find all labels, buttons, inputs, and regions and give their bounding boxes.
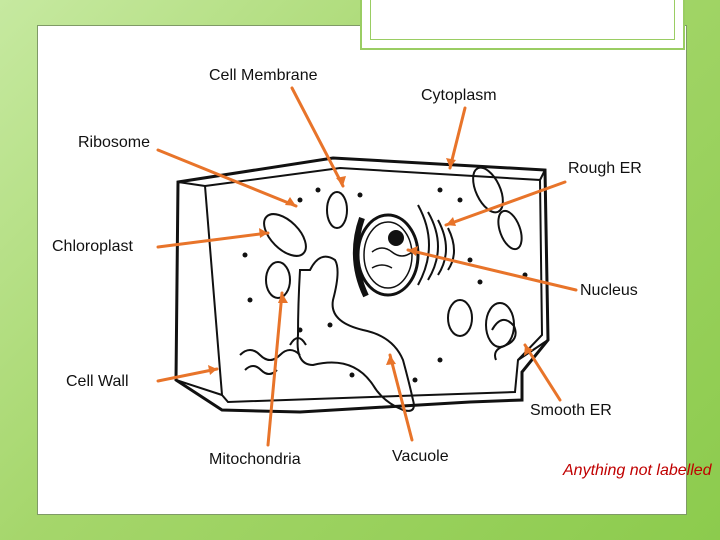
decorative-frame [360,0,685,50]
mitochondria-shape [239,337,307,375]
arrow-cell-wall [156,367,219,383]
smooth-er-shape [491,319,517,361]
arrow-smooth-er [523,343,562,402]
arrow-vacuole [388,353,414,442]
label-cytoplasm: Cytoplasm [421,87,497,104]
arrow-chloroplast [156,231,270,249]
note-anything-not-labelled: Anything not labelled [563,462,712,479]
cell-wall-outline [174,156,550,414]
chloroplast-shape [263,213,307,257]
nucleolus-shape [388,230,404,246]
vacuole-shape [296,255,415,412]
arrow-cytoplasm [448,106,467,170]
arrow-nucleus [406,248,578,292]
label-cell-membrane: Cell Membrane [209,67,318,84]
label-rough-er: Rough ER [568,160,642,177]
rough-er-shape [417,204,455,286]
label-mitochondria: Mitochondria [209,451,301,468]
arrow-rough-er [444,180,567,227]
label-nucleus: Nucleus [580,282,638,299]
label-chloroplast: Chloroplast [52,238,133,255]
label-vacuole: Vacuole [392,448,449,465]
arrow-ribosome [156,148,298,208]
label-ribosome: Ribosome [78,134,151,151]
label-cell-wall: Cell Wall [66,373,129,390]
label-arrows [156,86,578,447]
label-smooth-er: Smooth ER [530,402,612,419]
arrow-mitochondria [266,291,284,447]
arrow-cell-membrane [290,86,345,188]
cell-drawing [174,156,550,414]
arrow-heads [208,158,533,375]
slide-panel [37,25,687,515]
nucleus-shape [356,213,420,297]
ribosome-dots [242,187,528,383]
